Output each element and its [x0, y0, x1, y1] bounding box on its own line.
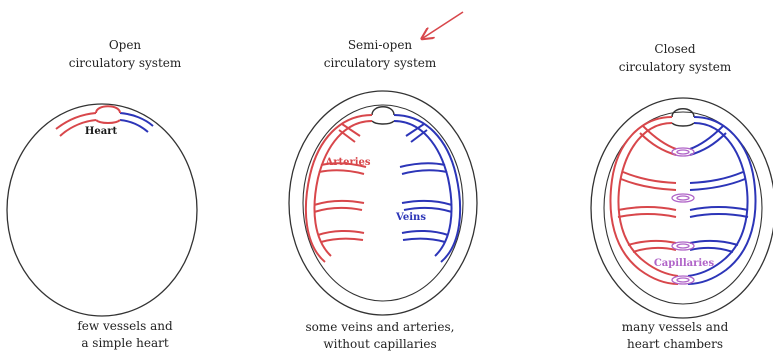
highlight-arrow	[423, 12, 463, 38]
capillary-bed-4b	[677, 278, 689, 282]
open-heart: Heart	[56, 106, 153, 137]
semi-open-veins	[394, 115, 460, 262]
closed-system: Capillaries	[591, 98, 773, 318]
semi-open-system: Arteries Veins	[289, 91, 477, 315]
semi-open-heart	[372, 107, 394, 124]
capillary-bed-4	[672, 276, 694, 284]
capillary-bed-2	[672, 194, 694, 202]
capillaries-label: Capillaries	[654, 258, 715, 269]
semi-open-arteries	[306, 115, 372, 262]
capillary-bed-3	[672, 242, 694, 250]
capillary-bed-1	[672, 148, 694, 156]
open-system: Heart	[7, 104, 197, 316]
closed-heart	[672, 109, 694, 126]
veins-label: Veins	[395, 212, 426, 223]
capillary-bed-3b	[677, 244, 689, 248]
capillary-bed-2b	[677, 196, 689, 200]
capillary-bed-1b	[677, 150, 689, 154]
heart-label: Heart	[85, 126, 118, 137]
arteries-label: Arteries	[324, 157, 370, 168]
